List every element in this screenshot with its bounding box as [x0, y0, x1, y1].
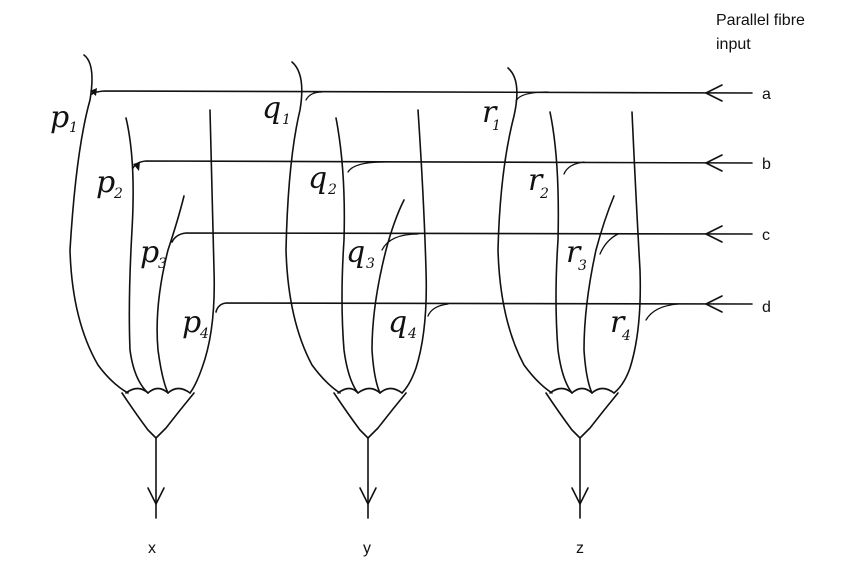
- svg-text:2: 2: [539, 186, 549, 202]
- output-label-x: x: [148, 540, 156, 557]
- svg-text:r: r: [610, 305, 626, 340]
- purkinje-cell-r: [497, 67, 642, 519]
- svg-text:1: 1: [492, 118, 501, 134]
- svg-text:2: 2: [113, 186, 123, 202]
- svg-text:4: 4: [199, 326, 209, 342]
- parallel-fibre-c: [171, 225, 753, 255]
- synapse-label-q1: q 1: [262, 91, 291, 128]
- svg-text:p: p: [182, 305, 201, 340]
- svg-text:2: 2: [327, 182, 337, 198]
- purkinje-cell-q: [285, 61, 428, 519]
- diagram-title-line1: Parallel fibre: [716, 12, 805, 29]
- svg-text:p: p: [96, 165, 115, 200]
- svg-text:3: 3: [158, 256, 167, 272]
- synapse-label-r4: r 4: [610, 305, 631, 344]
- fibre-label-b: b: [762, 156, 771, 173]
- svg-text:p: p: [50, 100, 69, 135]
- svg-text:p: p: [140, 235, 159, 270]
- svg-text:q: q: [262, 91, 281, 126]
- svg-text:r: r: [566, 235, 582, 270]
- fibre-label-c: c: [762, 227, 770, 244]
- svg-text:3: 3: [578, 258, 587, 274]
- svg-text:1: 1: [69, 120, 78, 136]
- output-label-z: z: [576, 540, 584, 557]
- diagram-title-line2: input: [716, 36, 751, 53]
- svg-text:4: 4: [407, 326, 417, 342]
- purkinje-cell-p: [69, 54, 216, 519]
- parallel-fibre-b: [132, 154, 753, 175]
- synapse-label-p4: p 4: [182, 305, 209, 342]
- svg-text:1: 1: [282, 112, 291, 128]
- svg-text:r: r: [528, 163, 544, 198]
- parallel-fibre-a: [91, 84, 753, 102]
- synapse-label-r3: r 3: [566, 235, 587, 274]
- parallel-fibre-d: [215, 295, 753, 321]
- svg-text:q: q: [308, 161, 327, 196]
- svg-text:3: 3: [366, 256, 375, 272]
- synapse-label-p2: p 2: [96, 165, 123, 202]
- output-label-y: y: [363, 540, 371, 557]
- fibre-label-a: a: [762, 86, 771, 103]
- svg-text:q: q: [346, 235, 365, 270]
- synapse-label-q3: q 3: [346, 235, 375, 272]
- synapse-label-r1: r 1: [482, 95, 501, 134]
- synapse-label-r2: r 2: [528, 163, 549, 202]
- svg-text:r: r: [482, 95, 498, 130]
- svg-text:q: q: [388, 305, 407, 340]
- synapse-label-p3: p 3: [140, 235, 167, 272]
- fibre-label-d: d: [762, 299, 771, 316]
- synapse-label-p1: p 1: [50, 100, 78, 136]
- synapse-label-q2: q 2: [308, 161, 337, 198]
- svg-text:4: 4: [621, 328, 631, 344]
- synapse-label-q4: q 4: [388, 305, 417, 342]
